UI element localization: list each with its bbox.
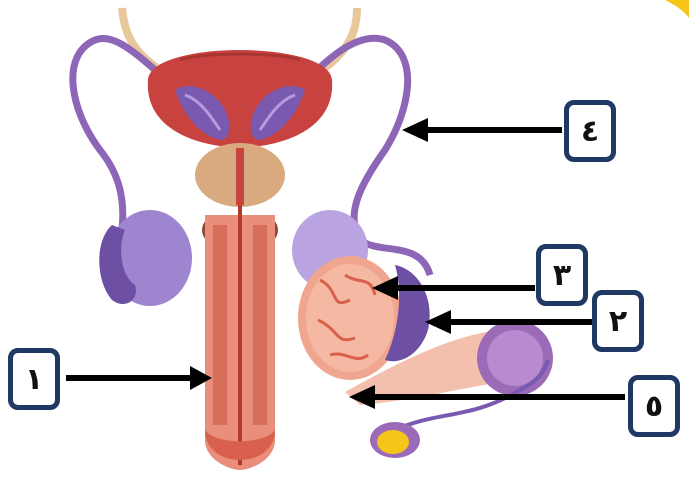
- label-text-4: ٤: [581, 114, 599, 149]
- label-box-3: ٣: [536, 244, 588, 306]
- label-box-5: ٥: [628, 375, 680, 437]
- label-text-5: ٥: [645, 389, 663, 424]
- label-text-2: ٢: [609, 304, 627, 339]
- bladder: [148, 50, 332, 148]
- label-box-4: ٤: [564, 100, 616, 162]
- label-box-1: ١: [8, 348, 60, 410]
- label-box-2: ٢: [592, 290, 644, 352]
- label-text-1: ١: [25, 362, 43, 397]
- label-text-3: ٣: [553, 258, 571, 293]
